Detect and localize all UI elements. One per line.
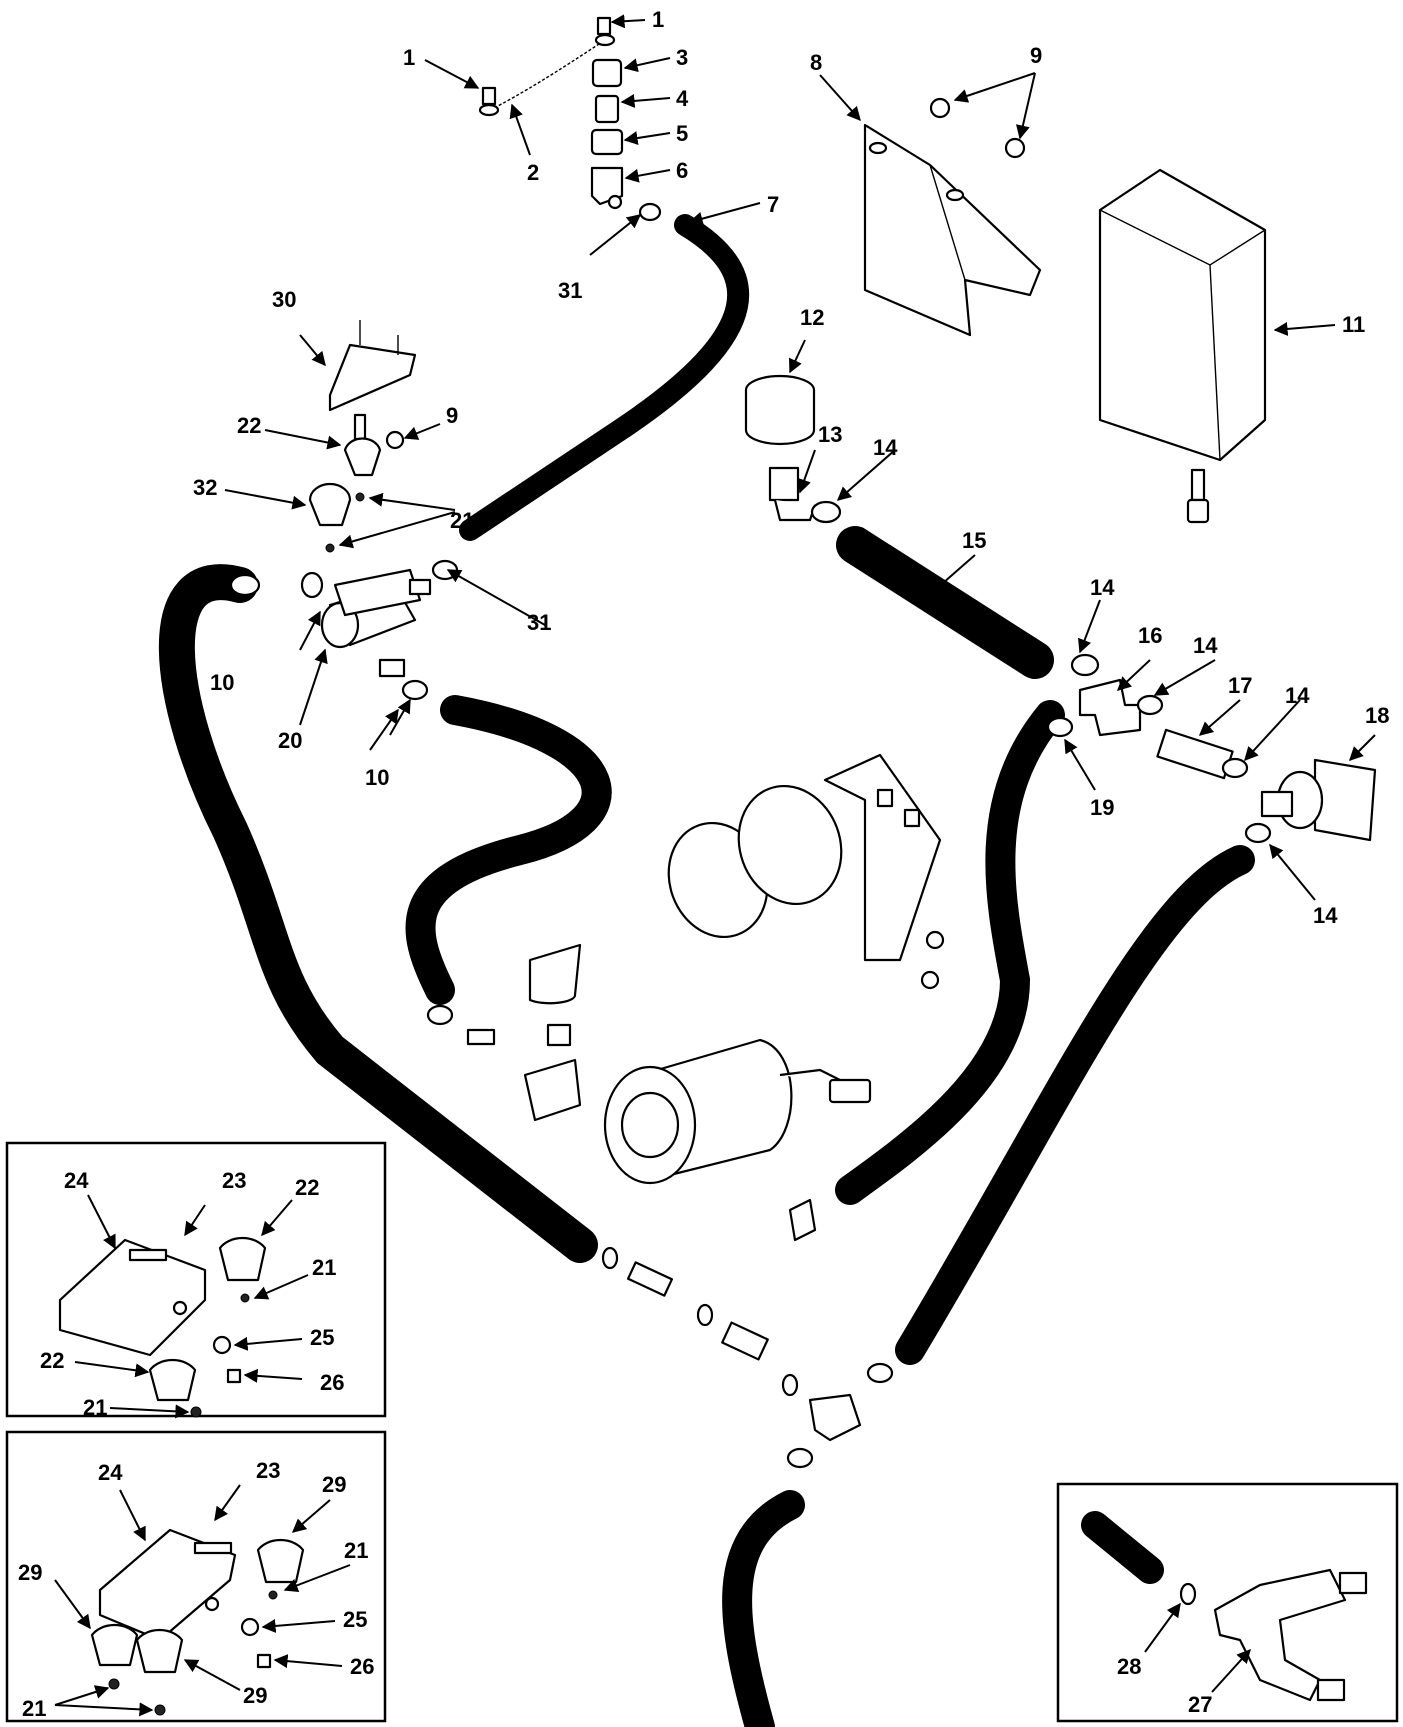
callout-10a: 10 xyxy=(210,670,234,695)
filter-20 xyxy=(229,559,459,701)
callout-14d: 14 xyxy=(1285,683,1310,708)
inset-b-callout-23: 23 xyxy=(256,1458,280,1483)
callout-1a: 1 xyxy=(652,7,664,32)
inset-b-callout-21a: 21 xyxy=(344,1538,368,1563)
inset-a-callout-21a: 21 xyxy=(312,1255,336,1280)
callout-30: 30 xyxy=(272,287,296,312)
top-fitting-stack xyxy=(478,16,662,222)
cap-and-elbow xyxy=(744,374,842,524)
shield-bracket-8 xyxy=(863,97,1042,337)
inset-b-callout-29a: 29 xyxy=(322,1472,346,1497)
callout-14b: 14 xyxy=(1090,575,1115,600)
callout-31b: 31 xyxy=(527,610,551,635)
callout-8: 8 xyxy=(810,50,822,75)
inset-a-callout-24: 24 xyxy=(64,1168,89,1193)
callout-11: 11 xyxy=(1342,312,1365,337)
reservoir-box-11 xyxy=(1098,168,1267,524)
inset-b-callout-21b: 21 xyxy=(22,1696,46,1721)
inset-a-callout-22b: 22 xyxy=(40,1348,64,1373)
callout-4: 4 xyxy=(676,86,689,111)
callout-12: 12 xyxy=(800,305,824,330)
mounting-bands xyxy=(667,753,945,990)
callout-7: 7 xyxy=(767,192,779,217)
inset-a-callout-22a: 22 xyxy=(295,1175,319,1200)
inset-a-callout-23: 23 xyxy=(222,1168,246,1193)
callout-3: 3 xyxy=(676,45,688,70)
fuel-pump xyxy=(603,1038,872,1242)
callout-14e: 14 xyxy=(1313,903,1338,928)
callout-2: 2 xyxy=(527,160,539,185)
hose-assembly xyxy=(158,214,1255,1727)
inset-c-callout-28: 28 xyxy=(1117,1654,1141,1679)
callout-14a: 14 xyxy=(873,435,898,460)
callout-1b: 1 xyxy=(403,45,415,70)
inset-a-callout-26: 26 xyxy=(320,1370,344,1395)
inset-b-callout-26: 26 xyxy=(350,1654,374,1679)
callout-9a: 9 xyxy=(1030,43,1042,68)
inset-b-callout-24: 24 xyxy=(98,1460,123,1485)
inset-a: 24 23 22 21 25 22 26 21 xyxy=(5,1141,387,1420)
callout-5: 5 xyxy=(676,121,688,146)
callout-19: 19 xyxy=(1090,795,1114,820)
callout-20: 20 xyxy=(278,728,302,753)
inset-c-callout-27: 27 xyxy=(1188,1692,1212,1717)
bracket-30 xyxy=(308,320,417,553)
tee-16-valve-18 xyxy=(1046,653,1377,844)
callout-10b: 10 xyxy=(365,765,389,790)
callout-22: 22 xyxy=(237,413,261,438)
inset-b: 24 23 29 21 29 25 26 29 21 xyxy=(5,1430,387,1723)
inset-b-callout-29b: 29 xyxy=(18,1560,42,1585)
inset-b-callout-25: 25 xyxy=(343,1607,367,1632)
callout-leaders xyxy=(224,14,1376,901)
callout-32: 32 xyxy=(193,475,217,500)
drain-fittings xyxy=(601,1246,894,1469)
callout-18: 18 xyxy=(1365,703,1389,728)
callout-16: 16 xyxy=(1138,623,1162,648)
callout-17: 17 xyxy=(1228,673,1252,698)
callout-labels: 1 1 2 3 4 5 6 7 8 9 9 10 10 11 12 13 14 … xyxy=(193,7,1389,928)
callout-14c: 14 xyxy=(1193,633,1218,658)
inset-c: 28 27 xyxy=(1056,1482,1399,1723)
callout-15: 15 xyxy=(962,528,986,553)
callout-6: 6 xyxy=(676,158,688,183)
callout-9b: 9 xyxy=(446,403,458,428)
inset-a-callout-21b: 21 xyxy=(83,1395,107,1420)
inline-filter-tee xyxy=(426,943,582,1122)
inset-a-callout-25: 25 xyxy=(310,1325,334,1350)
callout-21: 21 xyxy=(450,508,474,533)
callout-31a: 31 xyxy=(558,278,582,303)
inset-b-callout-29c: 29 xyxy=(243,1683,267,1708)
callout-13: 13 xyxy=(818,422,842,447)
